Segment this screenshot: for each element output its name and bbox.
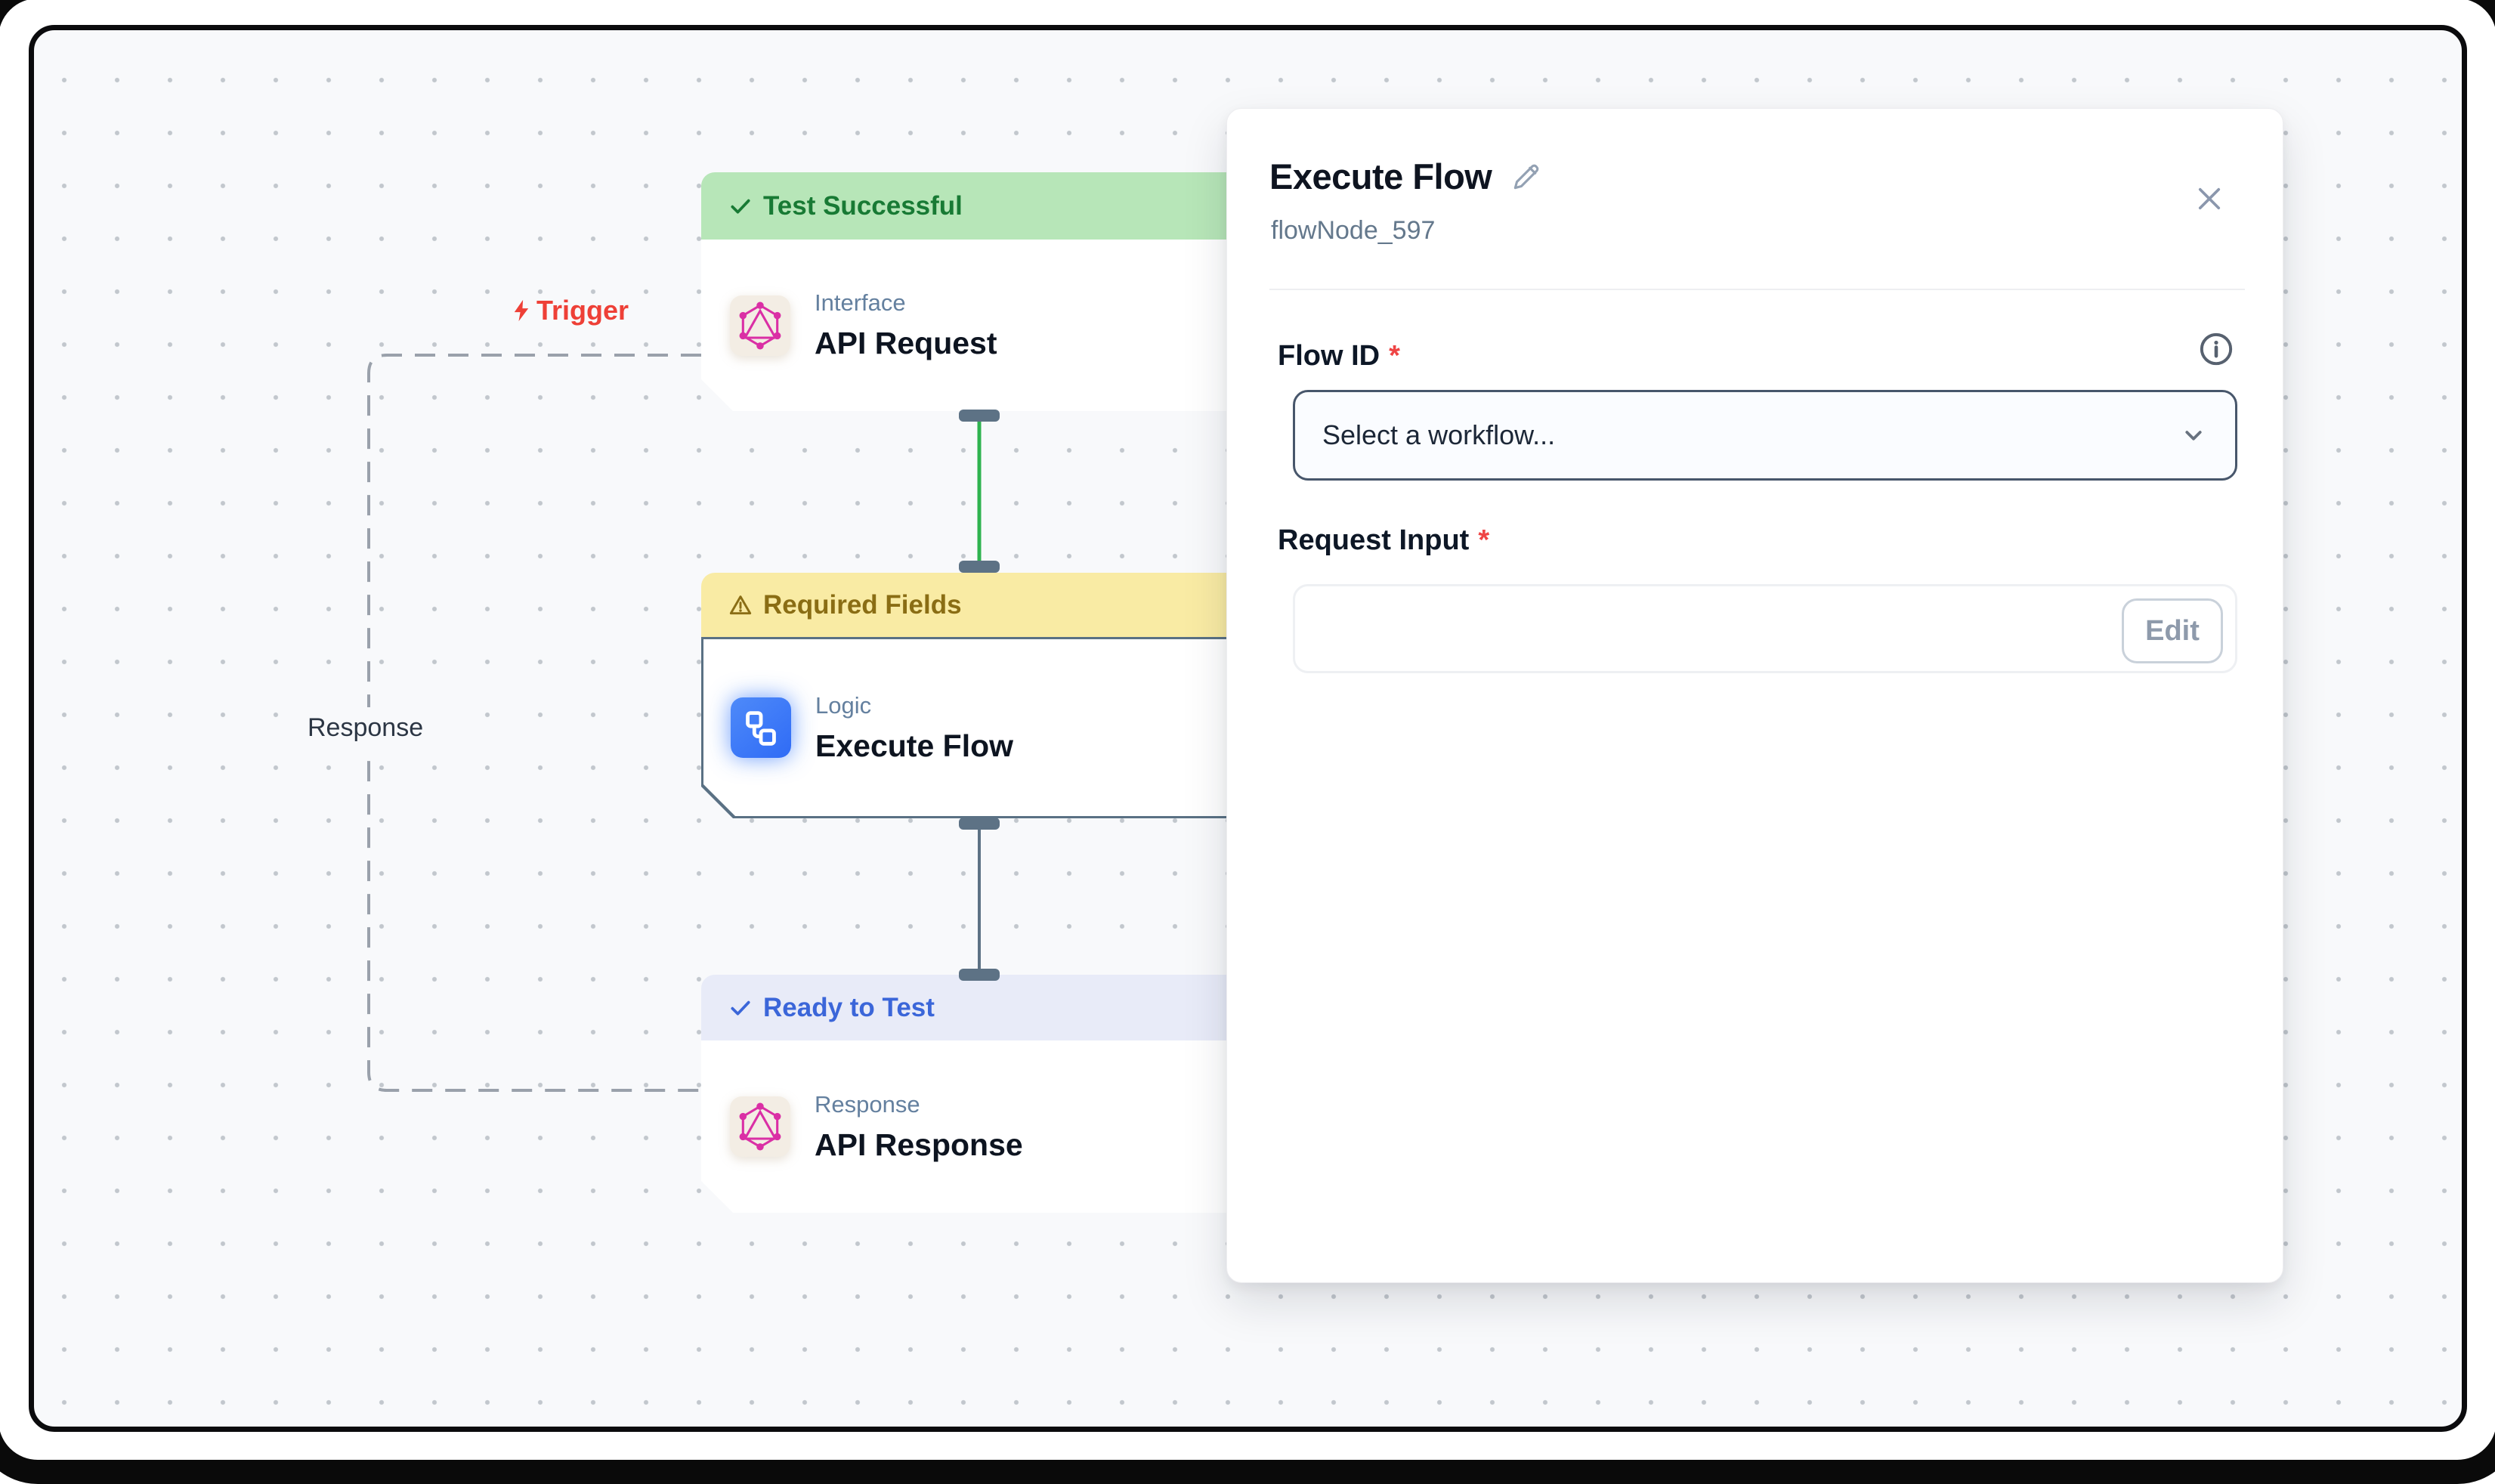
request-input-field[interactable]: Edit	[1293, 584, 2237, 673]
node-category: Logic	[815, 691, 872, 719]
node-execute-flow[interactable]: Logic Execute Flow	[701, 637, 1260, 818]
status-text: Test Successful	[763, 190, 963, 221]
response-edge-label: Response	[291, 707, 441, 749]
rename-button[interactable]	[1510, 160, 1543, 193]
request-input-label-text: Request Input	[1278, 524, 1470, 556]
node-text: Interface API Request	[815, 289, 997, 361]
chevron-down-icon	[2185, 431, 2202, 441]
node-config-panel: Execute Flow flowNode_597 Flow ID *	[1226, 108, 2283, 1283]
connector-handle[interactable]	[959, 818, 1000, 830]
divider	[1269, 289, 2245, 290]
node-body: Logic Execute Flow	[703, 639, 1258, 816]
response-loop-edge	[367, 354, 701, 1092]
connector-handle[interactable]	[959, 561, 1000, 573]
response-edge-text: Response	[308, 713, 424, 742]
edge-layer	[367, 354, 982, 1092]
connector-handle[interactable]	[959, 969, 1000, 981]
node-title: Execute Flow	[815, 728, 1014, 763]
status-text: Ready to Test	[763, 992, 935, 1022]
node-text: Response API Response	[815, 1091, 1023, 1163]
close-button[interactable]	[2194, 183, 2225, 215]
trigger-edge-label: Trigger	[509, 295, 629, 326]
graphql-icon	[730, 1096, 790, 1157]
panel-title: Execute Flow	[1269, 156, 1492, 196]
node-api-response[interactable]: Response API Response	[701, 1040, 1260, 1213]
status-text: Required Fields	[763, 589, 962, 620]
check-icon	[731, 1000, 750, 1016]
node-category: Interface	[815, 289, 906, 316]
info-button[interactable]	[2197, 330, 2235, 368]
connector-handle[interactable]	[959, 410, 1000, 422]
flow-id-label: Flow ID *	[1278, 340, 1400, 373]
close-icon	[2198, 187, 2221, 210]
workflow-select[interactable]: Select a workflow...	[1293, 390, 2237, 481]
edit-button[interactable]: Edit	[2122, 598, 2223, 663]
lightning-icon	[514, 299, 529, 322]
node-id: flowNode_597	[1271, 216, 1436, 245]
info-icon	[2200, 332, 2233, 366]
warning-icon	[729, 595, 752, 614]
select-value: Select a workflow...	[1322, 419, 1556, 450]
request-input-label: Request Input *	[1278, 524, 1489, 557]
node-text: Logic Execute Flow	[815, 692, 1013, 764]
workflow-icon	[731, 697, 791, 758]
node-title: API Request	[815, 326, 997, 360]
node-category: Response	[815, 1090, 920, 1118]
node-title: API Response	[815, 1127, 1023, 1162]
required-marker: *	[1478, 524, 1490, 556]
graphql-icon	[730, 295, 790, 356]
required-marker: *	[1389, 340, 1400, 372]
node-api-request[interactable]: Interface API Request	[701, 240, 1260, 411]
check-icon	[731, 199, 750, 214]
pencil-icon	[1514, 164, 1539, 189]
flow-id-label-text: Flow ID	[1278, 340, 1380, 372]
trigger-edge-text: Trigger	[536, 295, 629, 326]
